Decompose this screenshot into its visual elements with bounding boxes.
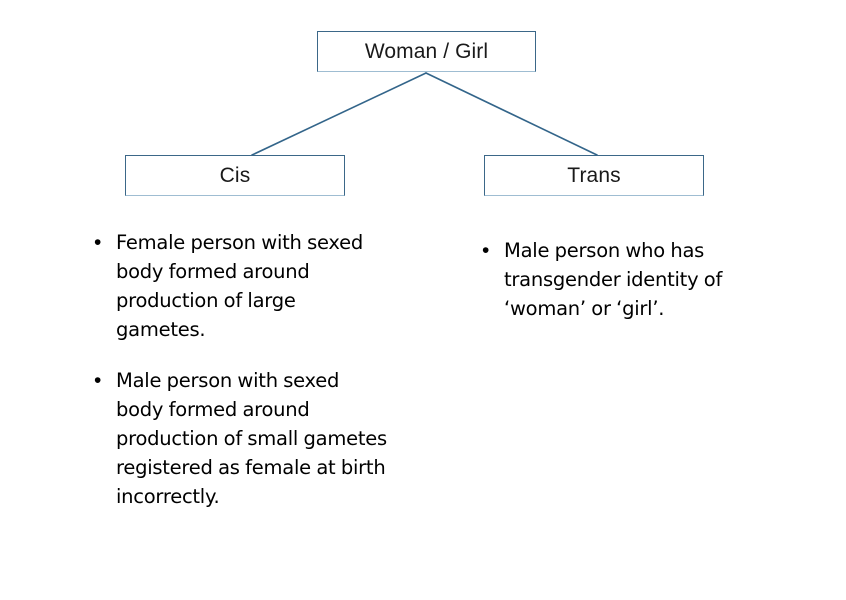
list-item: • Male person with sexed body formed aro… bbox=[88, 366, 388, 511]
node-cis-label: Cis bbox=[219, 164, 251, 187]
node-woman-girl[interactable]: Woman / Girl bbox=[317, 31, 536, 72]
bullet-point-icon: • bbox=[94, 231, 102, 254]
list-item: • Male person who has transgender identi… bbox=[476, 236, 726, 323]
connector-root-to-cis bbox=[251, 72, 427, 156]
list-item-text: Female person with sexed body formed aro… bbox=[116, 231, 363, 341]
node-trans-label: Trans bbox=[567, 164, 621, 187]
list-item-text: Male person with sexed body formed aroun… bbox=[116, 369, 387, 508]
connector-root-to-trans bbox=[425, 72, 598, 156]
bullet-point-icon: • bbox=[94, 369, 102, 392]
bullet-list-trans: • Male person who has transgender identi… bbox=[476, 236, 726, 323]
node-trans[interactable]: Trans bbox=[484, 155, 704, 196]
list-item-text: Male person who has transgender identity… bbox=[504, 239, 723, 320]
bullet-point-icon: • bbox=[482, 239, 490, 262]
bullet-list-cis: • Female person with sexed body formed a… bbox=[88, 228, 388, 511]
list-item: • Female person with sexed body formed a… bbox=[88, 228, 388, 344]
node-woman-girl-label: Woman / Girl bbox=[364, 40, 489, 63]
node-cis[interactable]: Cis bbox=[125, 155, 345, 196]
